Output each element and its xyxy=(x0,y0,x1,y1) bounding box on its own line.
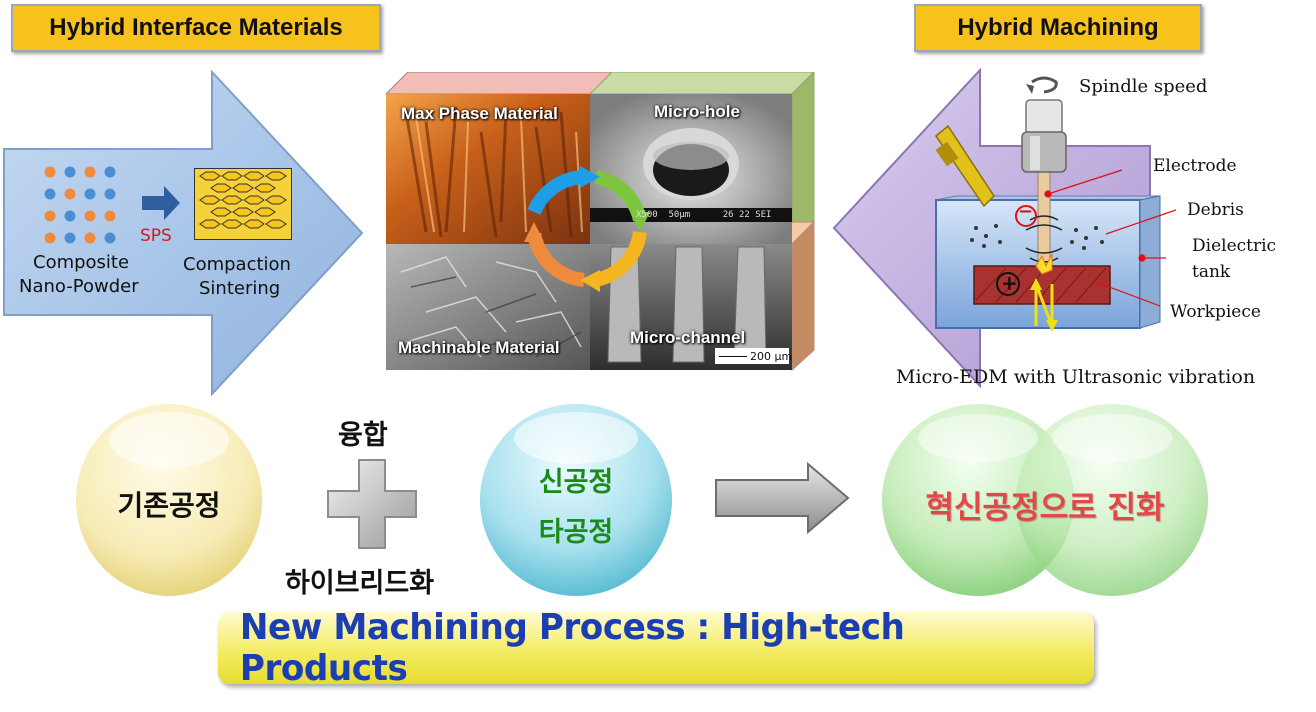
new-process-label: 신공정 xyxy=(538,467,614,498)
sintered-hexagon-block xyxy=(194,168,292,240)
dielectric-label: Dielectric xyxy=(1192,236,1277,256)
max-phase-label: Max Phase Material xyxy=(401,104,558,123)
sintering-label: Sintering xyxy=(199,278,281,299)
hybrid-machining-heading: Hybrid Machining xyxy=(914,4,1202,52)
innovation-venn-spheres xyxy=(882,404,1208,596)
banner-text: New Machining Process : High-tech Produc… xyxy=(239,607,905,689)
new-machining-process-banner: New Machining Process : High-tech Produc… xyxy=(218,607,1094,689)
scale-bar xyxy=(719,356,747,357)
plus-sign: + xyxy=(1001,271,1018,295)
minus-sign: − xyxy=(1018,201,1034,222)
micro-edm-schematic xyxy=(934,76,1176,332)
existing-process-sphere xyxy=(76,404,262,596)
nano-powder-label: Nano-Powder xyxy=(19,276,139,297)
micro-hole-label: Micro-hole xyxy=(654,102,740,121)
micro-edm-caption: Micro-EDM with Ultrasonic vibration xyxy=(896,366,1256,388)
sem-info-text: X500 50μm 26 22 SEI xyxy=(636,210,772,220)
tank-label: tank xyxy=(1192,262,1231,282)
innovation-label: 혁신공정으로 진화 xyxy=(925,490,1165,526)
hybrid-interface-materials-heading: Hybrid Interface Materials xyxy=(11,4,381,52)
plus-icon xyxy=(327,459,417,549)
left-process-arrow xyxy=(3,70,364,396)
hybridize-label: 하이브리드화 xyxy=(285,568,435,599)
material-photo-grid xyxy=(386,72,816,372)
electrode-label: Electrode xyxy=(1153,156,1237,176)
machinable-material-label: Machinable Material xyxy=(398,338,560,357)
evolution-arrow xyxy=(715,462,850,534)
other-process-label: 타공정 xyxy=(538,517,614,548)
sps-arrow-icon xyxy=(142,186,180,220)
scale-bar-label: 200 μm xyxy=(750,350,793,363)
fusion-label: 융합 xyxy=(338,420,388,451)
composite-label: Composite xyxy=(33,252,130,273)
micro-channel-label: Micro-channel xyxy=(630,328,746,347)
composite-powder-icon xyxy=(44,166,116,244)
new-process-sphere xyxy=(480,404,672,596)
compaction-label: Compaction xyxy=(183,254,291,275)
sps-label: SPS xyxy=(140,226,172,246)
workpiece-label: Workpiece xyxy=(1170,302,1261,322)
debris-label: Debris xyxy=(1187,200,1244,220)
existing-process-label: 기존공정 xyxy=(117,489,221,522)
spindle-speed-label: Spindle speed xyxy=(1079,76,1208,97)
